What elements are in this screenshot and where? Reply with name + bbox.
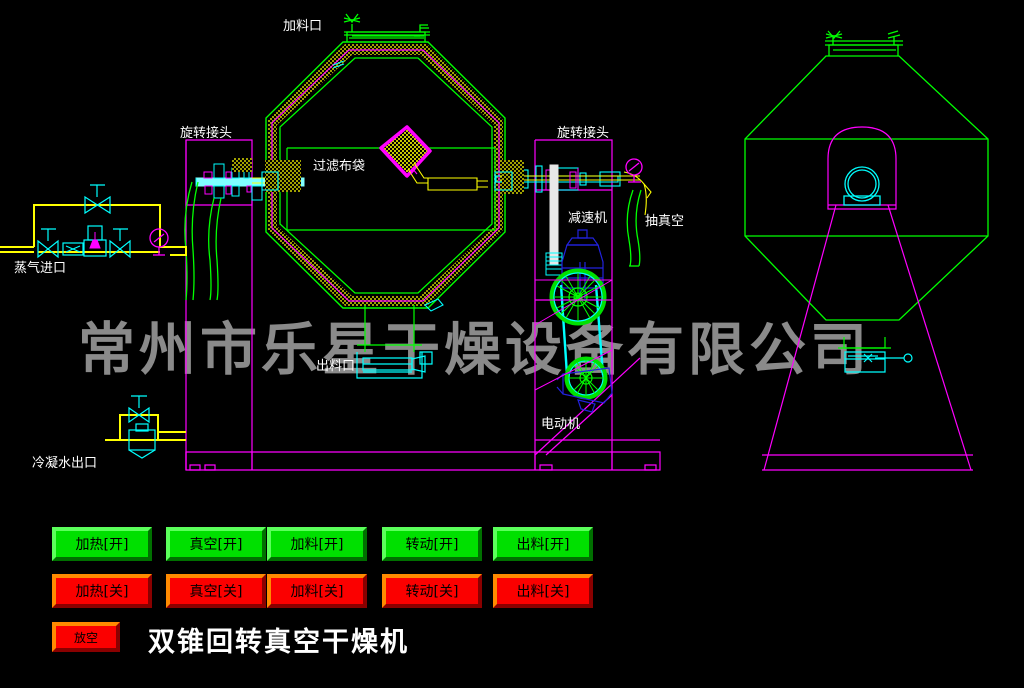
front-view (0, 13, 661, 471)
filter-bag (379, 125, 432, 178)
side-support-frame (762, 126, 973, 471)
rotary-joint-right-assembly (495, 158, 652, 267)
rotary-joint-left-flange (232, 158, 252, 172)
drive-shaft (549, 164, 559, 266)
feed-off-button[interactable]: 加料[关] (267, 574, 367, 608)
label-motor: 电动机 (541, 417, 581, 432)
condensate-valve (128, 395, 156, 459)
control-panel: 加热[开] 真空[开] 加料[开] 转动[开] 出料[开] 加热[关] 真空[关… (0, 505, 1024, 688)
heat-off-button[interactable]: 加热[关] (52, 574, 152, 608)
vacuum-flex-hose (626, 189, 642, 267)
vacuum-on-button[interactable]: 真空[开] (166, 527, 266, 561)
company-watermark: 常州市乐星干燥设备有限公司 (78, 317, 871, 383)
discharge-neck (357, 305, 422, 352)
vessel-upper-nozzle (332, 60, 345, 69)
filter-bag-duct (407, 162, 488, 191)
vent-button[interactable]: 放空 (52, 622, 120, 652)
label-reducer: 减速机 (568, 211, 608, 226)
page-title: 双锥回转真空干燥机 (148, 627, 409, 658)
side-view (744, 30, 989, 471)
discharge-off-button[interactable]: 出料[关] (493, 574, 593, 608)
steam-pressure-gauge (149, 228, 169, 256)
side-feed-port (825, 30, 903, 56)
process-diagram (0, 13, 989, 471)
steam-valves (37, 184, 131, 259)
steam-trap (128, 429, 156, 451)
side-vessel-shell (744, 55, 989, 321)
reducer-frame (534, 279, 613, 391)
discharge-port-assembly (356, 351, 433, 379)
small-pulley (564, 356, 608, 400)
label-vacuum-suction: 抽真空 (645, 214, 685, 229)
side-bearing (843, 166, 881, 206)
rotate-on-button[interactable]: 转动[开] (382, 527, 482, 561)
belt-drive (549, 268, 613, 413)
feed-port-assembly (343, 13, 430, 42)
label-discharge-port: 出料口 (316, 359, 356, 374)
side-discharge-neck (838, 337, 891, 349)
trunnion-right (494, 171, 513, 191)
label-steam-inlet: 蒸气进口 (14, 261, 67, 276)
vessel-jacket-inner-line (271, 49, 500, 302)
side-discharge-valve (844, 351, 913, 373)
steam-regulator-trim (89, 232, 101, 249)
rotate-off-button[interactable]: 转动[关] (382, 574, 482, 608)
vacuum-gauge (625, 158, 643, 183)
vessel-outer-shell (265, 41, 506, 309)
trunnion-left (261, 171, 279, 191)
vessel-jacket-insulation (268, 44, 503, 306)
label-rotary-joint-right: 旋转接头 (557, 126, 610, 141)
support-frame (185, 139, 661, 471)
rotary-joint-right-flange (502, 160, 524, 194)
filter-bag-assembly (379, 125, 488, 191)
label-feed-port: 加料口 (283, 19, 323, 34)
discharge-bottom-nozzle (424, 298, 444, 312)
vacuum-off-button[interactable]: 真空[关] (166, 574, 266, 608)
label-rotary-joint-left: 旋转接头 (180, 126, 233, 141)
condensate-piping (105, 414, 186, 441)
rotary-joint-left-assembly (184, 158, 305, 301)
vessel-inner-shell (279, 57, 493, 294)
heat-on-button[interactable]: 加热[开] (52, 527, 152, 561)
feed-on-button[interactable]: 加料[开] (267, 527, 367, 561)
label-condensate-outlet: 冷凝水出口 (32, 456, 98, 471)
label-filter-bag: 过滤布袋 (313, 159, 366, 174)
large-pulley (549, 268, 607, 326)
vacuum-nozzle (643, 183, 652, 199)
flex-hose-left (184, 181, 222, 301)
discharge-on-button[interactable]: 出料[开] (493, 527, 593, 561)
